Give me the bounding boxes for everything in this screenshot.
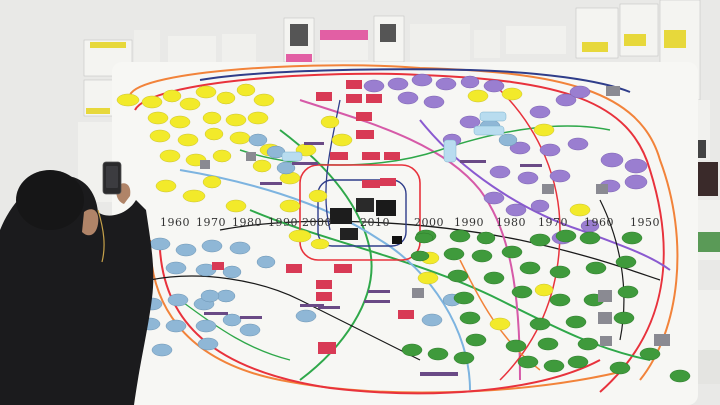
decade-label-right-5: 1960 [584, 216, 614, 229]
center-photos [330, 198, 402, 244]
decade-label-right-2: 1990 [454, 216, 484, 229]
decade-label-left-2: 1970 [196, 216, 226, 229]
decade-label-left-1: 1960 [160, 216, 190, 229]
cyan-labels [281, 111, 507, 163]
red-label-boxes [212, 80, 414, 354]
decade-label-right-6: 1950 [630, 216, 660, 229]
decade-label-right-1: 2000 [414, 216, 444, 229]
purple-node-cluster [363, 73, 648, 245]
decade-label-left-6: 2010 [360, 216, 390, 229]
center-ring-outer [299, 164, 421, 261]
blue-node-cluster [139, 119, 518, 357]
decade-label-right-4: 1970 [538, 216, 568, 229]
decade-label-left-5: 2000 [302, 216, 332, 229]
small-text-strips [204, 142, 542, 376]
green-node-cluster [401, 229, 691, 383]
decade-label-left-3: 1980 [232, 216, 262, 229]
smartphone-icon [102, 161, 122, 195]
decade-label-right-3: 1980 [496, 216, 526, 229]
grey-label-boxes [200, 86, 670, 346]
yellow-node-cluster [116, 83, 591, 331]
decade-label-left-4: 1990 [268, 216, 298, 229]
